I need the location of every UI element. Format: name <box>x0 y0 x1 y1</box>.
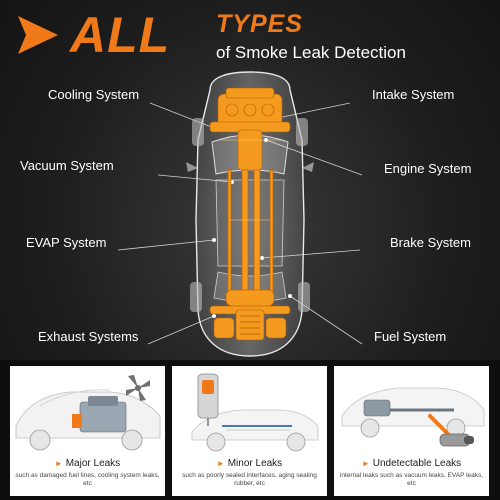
panel-undetectable-leaks: ►Undetectable Leaks internal leaks such … <box>334 366 489 496</box>
exhaust-pipe-illustration <box>341 387 485 447</box>
undetectable-leaks-description: internal leaks such as vacuum leaks, EVA… <box>339 472 484 487</box>
triangle-icon: ► <box>216 459 225 468</box>
header: ALL TYPES of Smoke Leak Detection <box>0 0 500 72</box>
panel-minor-leaks: ►Minor Leaks such as poorly sealed inter… <box>172 366 327 496</box>
major-leaks-description: such as damaged fuel lines, cooling syst… <box>15 472 160 487</box>
headline-subtitle: of Smoke Leak Detection <box>216 43 406 62</box>
major-leaks-title: ►Major Leaks <box>10 458 165 469</box>
label-cooling-system: Cooling System <box>48 87 140 102</box>
leak-types-strip: ►Major Leaks such as damaged fuel lines,… <box>0 360 500 500</box>
label-brake-system: Brake System <box>390 235 471 250</box>
label-intake-system: Intake System <box>372 87 455 102</box>
panel-major-leaks: ►Major Leaks such as damaged fuel lines,… <box>10 366 165 496</box>
headline-types: TYPES <box>216 10 303 38</box>
triangle-icon: ► <box>54 459 63 468</box>
car-xray-illustration <box>186 71 314 357</box>
label-engine-system: Engine System <box>384 161 472 176</box>
undetectable-leaks-title-text: Undetectable Leaks <box>372 458 462 469</box>
triangle-icon: ► <box>361 459 370 468</box>
label-vacuum-system: Vacuum System <box>20 158 114 173</box>
undetectable-leaks-title: ►Undetectable Leaks <box>334 458 489 469</box>
label-evap-system: EVAP System <box>26 235 107 250</box>
minor-leaks-title-text: Minor Leaks <box>227 458 283 469</box>
label-exhaust-systems: Exhaust Systems <box>38 329 139 344</box>
play-arrow-icon <box>18 16 58 54</box>
minor-leaks-description: such as poorly sealed interfaces, aging … <box>182 472 317 487</box>
fuel-pump-illustration <box>191 373 319 452</box>
major-leaks-title-text: Major Leaks <box>65 458 121 469</box>
minor-leaks-title: ►Minor Leaks <box>172 458 327 469</box>
engine-bay-illustration <box>15 375 161 451</box>
label-fuel-system: Fuel System <box>374 329 447 344</box>
headline-all: ALL <box>70 7 171 63</box>
